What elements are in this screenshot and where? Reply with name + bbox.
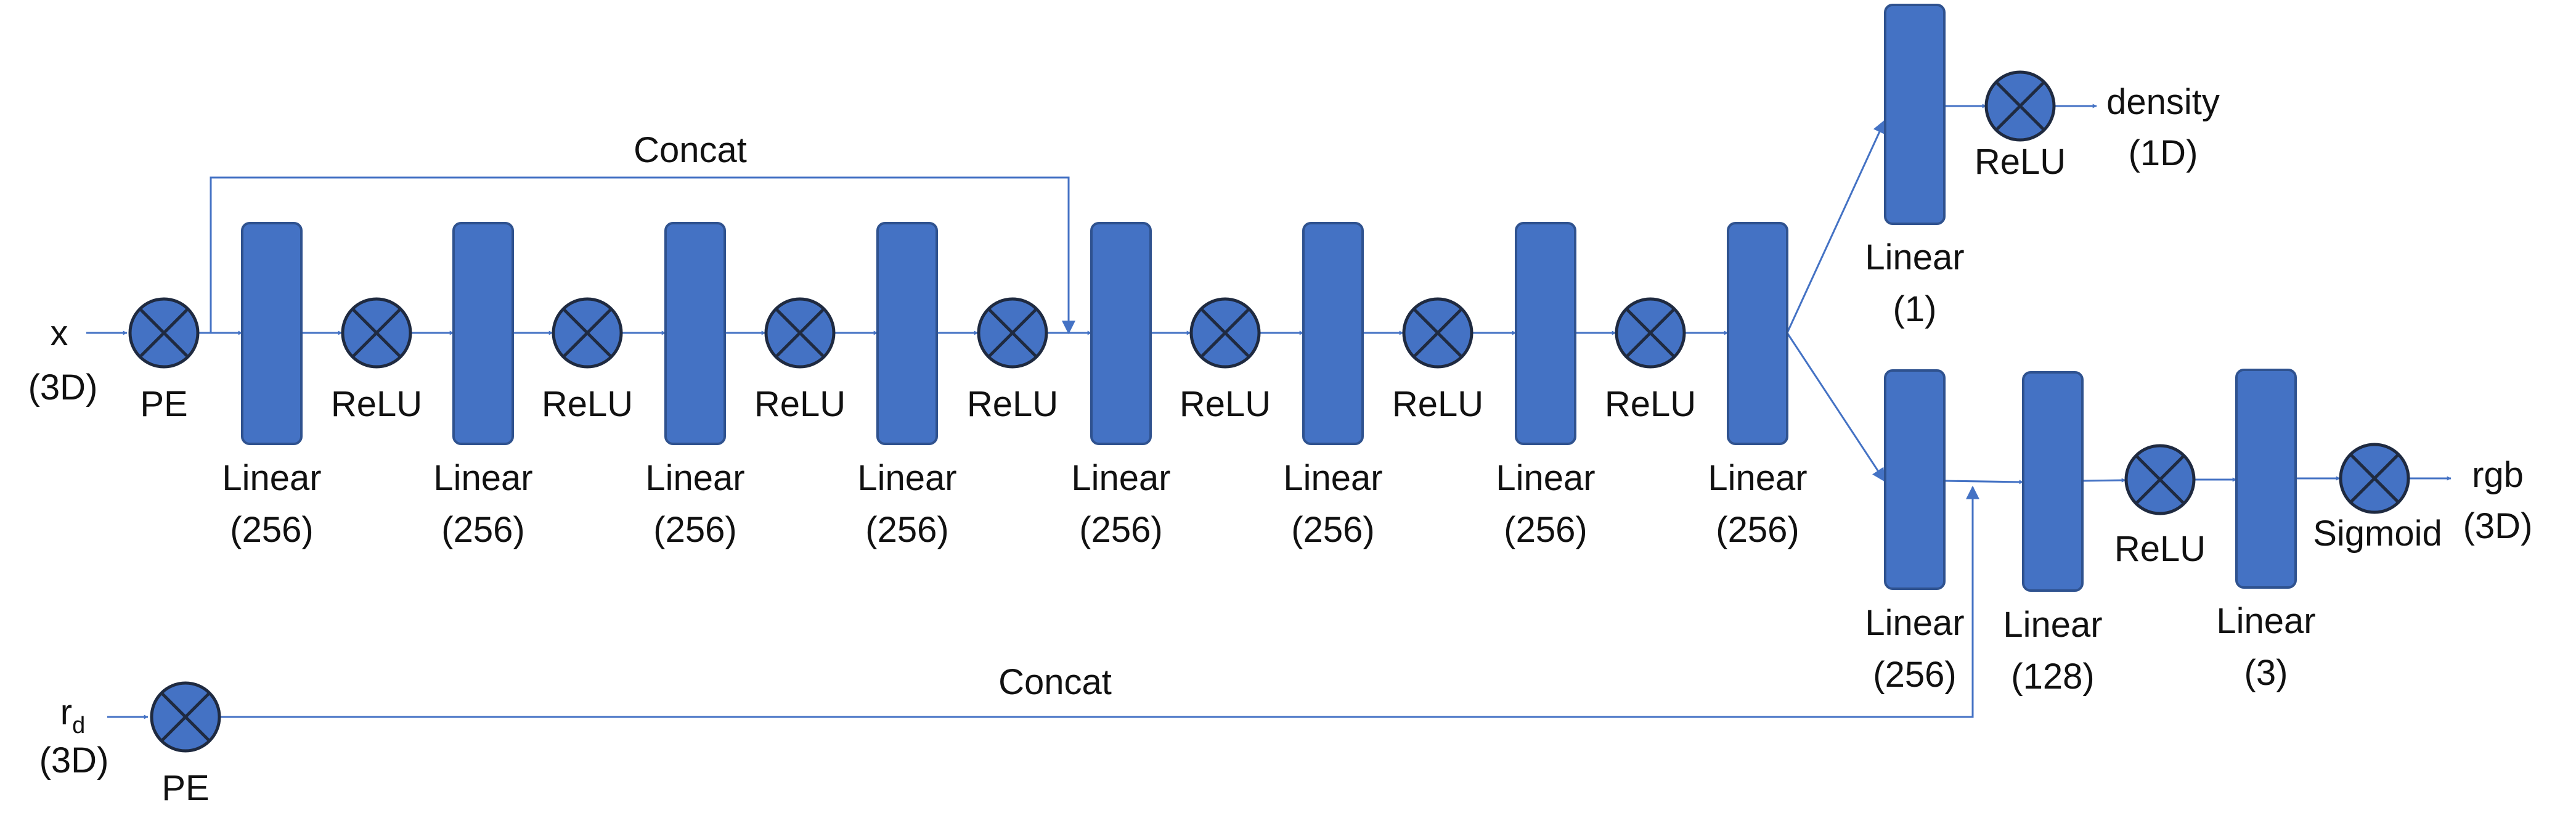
trunk-linear-2-title: Linear bbox=[433, 458, 532, 498]
density-linear-units: (1) bbox=[1893, 289, 1937, 329]
trunk-linear-7-units: (256) bbox=[1504, 510, 1587, 550]
relu-node-6-icon bbox=[1402, 297, 1473, 369]
relu-label-4: ReLU bbox=[967, 384, 1058, 424]
density-linear-title: Linear bbox=[1865, 237, 1964, 277]
trunk-linear-1-title: Linear bbox=[222, 458, 321, 498]
rgb-out-linear-title: Linear bbox=[2216, 601, 2315, 641]
trunk-linear-8-units: (256) bbox=[1716, 510, 1799, 550]
input-rd-label: rd bbox=[60, 692, 85, 739]
relu-label-1: ReLU bbox=[331, 384, 422, 424]
density-linear-block bbox=[1884, 4, 1946, 225]
trunk-linear-4-units: (256) bbox=[865, 510, 948, 550]
relu-node-3-icon bbox=[764, 297, 836, 369]
concat-skip-wire-top bbox=[205, 176, 1075, 335]
relu-node-4-icon bbox=[977, 297, 1048, 369]
rgb-out-linear-units: (3) bbox=[2244, 653, 2288, 693]
output-density-label: density bbox=[2106, 82, 2220, 122]
connection-wires bbox=[86, 104, 2452, 719]
trunk-linear-6-title: Linear bbox=[1283, 458, 1382, 498]
relu-label-7: ReLU bbox=[1605, 384, 1696, 424]
concat-skip-wire-bottom bbox=[220, 485, 1979, 718]
input-x-label: x bbox=[51, 313, 68, 353]
layer-blocks bbox=[241, 4, 2297, 592]
feature-linear-units: (256) bbox=[1873, 655, 1956, 695]
relu-node-7-icon bbox=[1615, 297, 1686, 369]
feature-linear-block bbox=[1884, 369, 1946, 590]
feature-linear-title: Linear bbox=[1865, 603, 1964, 643]
trunk-linear-block-4 bbox=[876, 222, 938, 445]
input-x-dims: (3D) bbox=[28, 367, 98, 407]
pe-node-x-icon bbox=[128, 297, 200, 369]
output-density-dims: (1D) bbox=[2129, 133, 2198, 173]
trunk-linear-block-2 bbox=[452, 222, 514, 445]
output-rgb-dims: (3D) bbox=[2463, 506, 2533, 546]
density-relu-label: ReLU bbox=[1975, 142, 2066, 182]
relu-node-5-icon bbox=[1189, 297, 1261, 369]
rgb-hidden-linear-block bbox=[2022, 371, 2084, 592]
trunk-linear-3-title: Linear bbox=[645, 458, 744, 498]
rgb-relu-node-icon bbox=[2124, 444, 2196, 515]
sigmoid-node-icon bbox=[2339, 443, 2410, 514]
diagram-labels: x (3D) PE Linear (256) Linear (256) Linear (256)… bbox=[28, 82, 2533, 808]
rgb-hidden-linear-units: (128) bbox=[2011, 657, 2094, 697]
operator-nodes bbox=[128, 70, 2410, 753]
density-relu-node-icon bbox=[1984, 70, 2056, 142]
wire-rgb-hidden-to-relu bbox=[2082, 478, 2126, 483]
relu-node-2-icon bbox=[552, 297, 623, 369]
pe-node-rd-icon bbox=[150, 681, 221, 753]
wire-to-density-branch bbox=[1786, 120, 1886, 334]
input-rd-name: r bbox=[60, 692, 72, 732]
relu-label-6: ReLU bbox=[1392, 384, 1483, 424]
trunk-linear-4-title: Linear bbox=[857, 458, 956, 498]
concat-label-top: Concat bbox=[634, 130, 747, 170]
pe-label-x: PE bbox=[140, 384, 187, 424]
trunk-linear-block-5 bbox=[1090, 222, 1152, 445]
trunk-linear-6-units: (256) bbox=[1291, 510, 1374, 550]
rgb-relu-label: ReLU bbox=[2114, 529, 2206, 569]
wire-to-feature-branch bbox=[1786, 332, 1886, 482]
trunk-linear-block-7 bbox=[1515, 222, 1576, 445]
relu-label-2: ReLU bbox=[542, 384, 633, 424]
trunk-linear-5-title: Linear bbox=[1071, 458, 1170, 498]
trunk-linear-block-3 bbox=[664, 222, 726, 445]
trunk-linear-1-units: (256) bbox=[230, 510, 313, 550]
relu-node-1-icon bbox=[341, 297, 412, 369]
trunk-linear-5-units: (256) bbox=[1079, 510, 1162, 550]
relu-label-5: ReLU bbox=[1180, 384, 1271, 424]
input-rd-subscript: d bbox=[72, 713, 85, 739]
trunk-linear-8-title: Linear bbox=[1708, 458, 1807, 498]
sigmoid-label: Sigmoid bbox=[2313, 514, 2442, 554]
relu-label-3: ReLU bbox=[754, 384, 846, 424]
trunk-linear-2-units: (256) bbox=[441, 510, 524, 550]
trunk-linear-3-units: (256) bbox=[653, 510, 736, 550]
input-rd-dims: (3D) bbox=[39, 740, 109, 780]
trunk-linear-block-1 bbox=[241, 222, 303, 445]
rgb-hidden-linear-title: Linear bbox=[2003, 605, 2102, 645]
trunk-linear-7-title: Linear bbox=[1496, 458, 1595, 498]
trunk-linear-block-6 bbox=[1302, 222, 1364, 445]
wire-feature-to-rgb-hidden bbox=[1944, 480, 2024, 485]
rgb-out-linear-block bbox=[2235, 369, 2297, 589]
trunk-linear-block-8 bbox=[1727, 222, 1788, 445]
pe-label-rd: PE bbox=[161, 768, 209, 808]
output-rgb-label: rgb bbox=[2472, 455, 2524, 495]
concat-label-bottom: Concat bbox=[998, 662, 1112, 702]
